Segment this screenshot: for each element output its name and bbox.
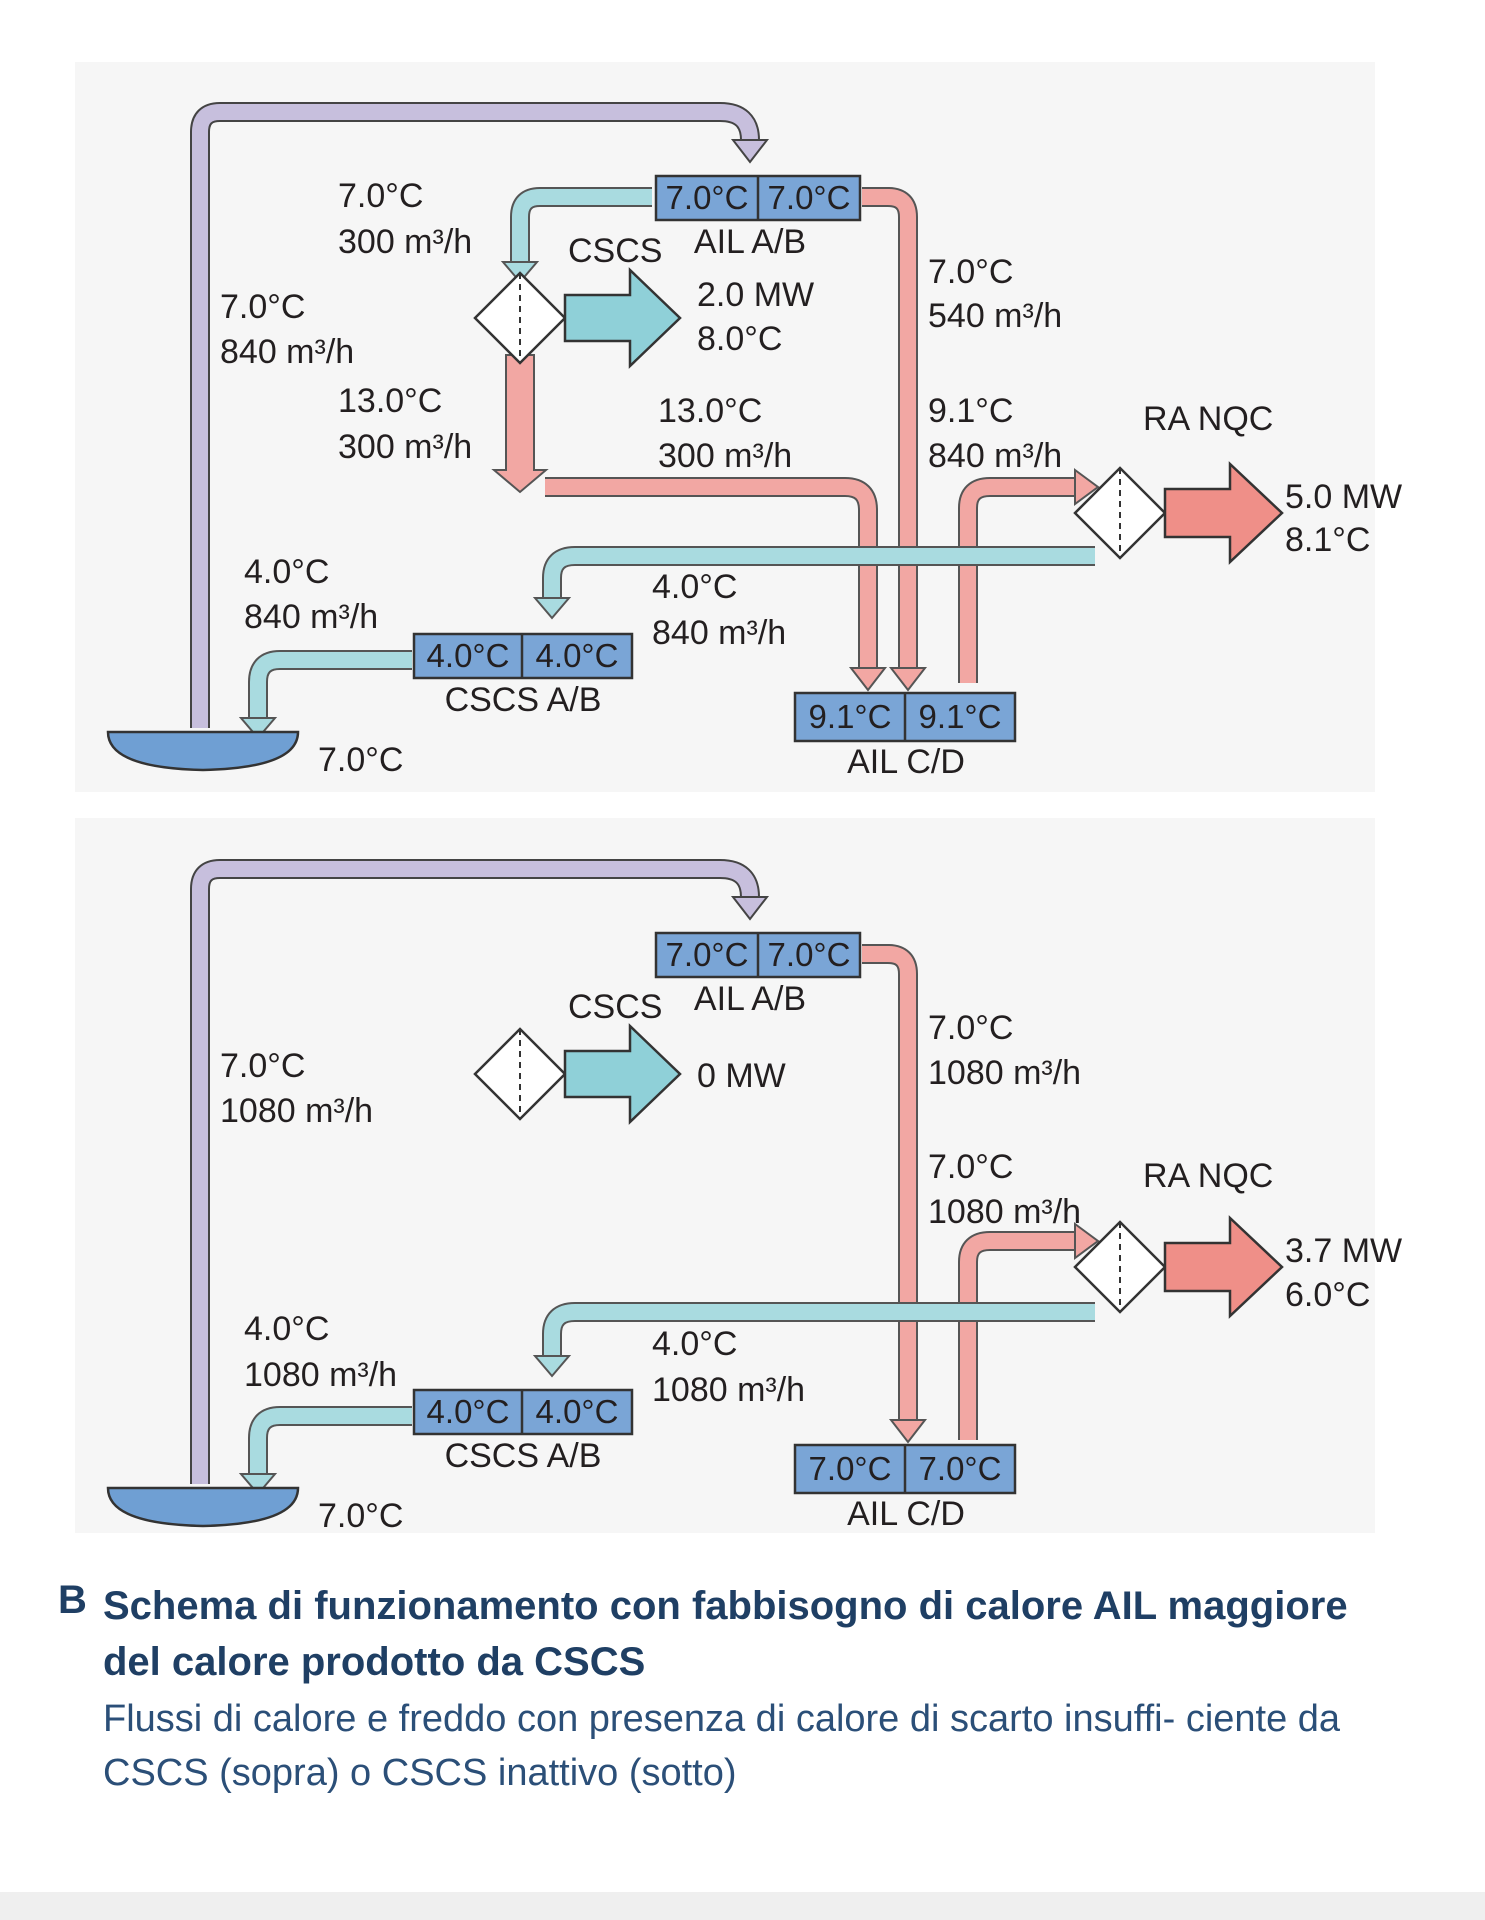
cold-to-tank-pipe: [248, 1406, 412, 1474]
cscs-heat-exchanger: CSCS 0 MW: [473, 988, 786, 1125]
ail-cd-label: AIL C/D: [847, 743, 965, 781]
cd-to-ranqc-pipe: [958, 477, 1075, 683]
flow-cscs-out-rate: 300 m³/h: [338, 428, 472, 466]
ranqc-label: RA NQC: [1143, 400, 1273, 438]
flow-cold-return-rate: 840 m³/h: [244, 598, 378, 636]
cd-to-ranqc-pipe: [958, 1231, 1075, 1440]
cscs-label: CSCS: [568, 232, 662, 270]
flow-ab-to-cd-rate: 540 m³/h: [928, 297, 1062, 335]
flow-to-ranqc-temp: 9.1°C: [928, 392, 1013, 430]
flow-supply-temp: 7.0°C: [220, 288, 305, 326]
cscs-ab-box: 4.0°C 4.0°C CSCS A/B: [412, 632, 634, 719]
ail-cd-box: 9.1°C 9.1°C AIL C/D: [793, 691, 1017, 781]
storage-tank: [106, 1486, 300, 1528]
flow-supply-temp: 7.0°C: [220, 1047, 305, 1085]
flow-hot-to-cd-temp: 13.0°C: [658, 392, 762, 430]
ail-cd-left-temp: 9.1°C: [809, 698, 892, 735]
ranqc-output-power: 3.7 MW: [1285, 1232, 1402, 1270]
tank-temp: 7.0°C: [318, 741, 403, 779]
ranqc-output-arrow: [1163, 461, 1284, 565]
cscs-output-arrow: [563, 1023, 682, 1125]
flow-cscs-in-rate: 300 m³/h: [338, 223, 472, 261]
ail-ab-left-temp: 7.0°C: [666, 179, 749, 216]
ail-ab-right-temp: 7.0°C: [768, 179, 851, 216]
storage-tank: [106, 730, 300, 772]
cscs-outlet-pipe: [491, 354, 549, 494]
cscs-ab-left-temp: 4.0°C: [427, 637, 510, 674]
ail-ab-left-temp: 7.0°C: [666, 936, 749, 973]
ail-ab-right-temp: 7.0°C: [768, 936, 851, 973]
flow-cold-mid-rate: 1080 m³/h: [652, 1371, 805, 1409]
ail-ab-label: AIL A/B: [694, 980, 806, 1018]
supply-arrow-head: [730, 139, 770, 164]
cscs-label: CSCS: [568, 988, 662, 1026]
flow-cold-mid-rate: 840 m³/h: [652, 614, 786, 652]
cscs-ab-right-temp: 4.0°C: [536, 637, 619, 674]
ail-cd-label: AIL C/D: [847, 1495, 965, 1533]
ail-cd-box: 7.0°C 7.0°C AIL C/D: [793, 1443, 1017, 1533]
cscs-output-power: 0 MW: [697, 1057, 786, 1095]
ail-ab-box: 7.0°C 7.0°C AIL A/B: [654, 174, 862, 261]
cscs-ab-label: CSCS A/B: [445, 681, 602, 719]
flow-cold-mid-temp: 4.0°C: [652, 1325, 737, 1363]
flow-ab-to-cd-temp: 7.0°C: [928, 1009, 1013, 1047]
ranqc-label: RA NQC: [1143, 1157, 1273, 1195]
cscs-ab-left-temp: 4.0°C: [427, 1393, 510, 1430]
flow-cold-mid-temp: 4.0°C: [652, 568, 737, 606]
ranqc-output-temp: 8.1°C: [1285, 521, 1370, 559]
ail-cd-right-temp: 7.0°C: [919, 1450, 1002, 1487]
cscs-output-temp: 8.0°C: [697, 320, 782, 358]
cscs-output-arrow: [563, 267, 682, 369]
caption-subtitle: Flussi di calore e freddo con presenza d…: [103, 1698, 1341, 1794]
cscs-ab-label: CSCS A/B: [445, 1437, 602, 1475]
flow-cold-return-temp: 4.0°C: [244, 553, 329, 591]
ail-ab-label: AIL A/B: [694, 223, 806, 261]
cscs-ab-box: 4.0°C 4.0°C CSCS A/B: [412, 1388, 634, 1475]
ranqc-output-power: 5.0 MW: [1285, 478, 1402, 516]
flow-supply-rate: 1080 m³/h: [220, 1092, 373, 1130]
flow-cscs-out-temp: 13.0°C: [338, 382, 442, 420]
caption-letter: B: [58, 1578, 87, 1622]
flow-to-ranqc-temp: 7.0°C: [928, 1148, 1013, 1186]
cold-to-tank-pipe: [248, 650, 412, 718]
ranqc-output-temp: 6.0°C: [1285, 1276, 1370, 1314]
cscs-ab-right-temp: 4.0°C: [536, 1393, 619, 1430]
flow-to-ranqc-rate: 840 m³/h: [928, 437, 1062, 475]
ranqc-heat-exchanger: RA NQC 5.0 MW 8.1°C: [1073, 400, 1402, 565]
flow-diagram: 7.0°C 7.0°C AIL A/B CSCS 2.0 MW 8.0°C RA…: [106, 102, 1402, 1535]
ail-cd-right-temp: 9.1°C: [919, 698, 1002, 735]
figure-caption: B Schema di funzionamento con fabbisogno…: [58, 1578, 1388, 1800]
flow-to-ranqc-rate: 1080 m³/h: [928, 1193, 1081, 1231]
flow-cscs-in-temp: 7.0°C: [338, 177, 423, 215]
ranqc-heat-exchanger: RA NQC 3.7 MW 6.0°C: [1073, 1157, 1402, 1319]
tank-temp: 7.0°C: [318, 1497, 403, 1535]
flow-supply-rate: 840 m³/h: [220, 333, 354, 371]
flow-cold-return-temp: 4.0°C: [244, 1310, 329, 1348]
ail-ab-box: 7.0°C 7.0°C AIL A/B: [654, 931, 862, 1018]
caption-title: Schema di funzionamento con fabbisogno d…: [103, 1584, 1348, 1684]
ranqc-output-arrow: [1163, 1215, 1284, 1319]
supply-pipe: [192, 861, 758, 1484]
cscs-heat-exchanger: CSCS 2.0 MW 8.0°C: [473, 232, 814, 369]
flow-ab-to-cd-temp: 7.0°C: [928, 253, 1013, 291]
footer-band: [0, 1892, 1485, 1920]
flow-hot-to-cd-rate: 300 m³/h: [658, 437, 792, 475]
flow-cold-return-rate: 1080 m³/h: [244, 1356, 397, 1394]
bottom-diagram: 7.0°C 7.0°C AIL A/B CSCS 0 MW RA NQC 3.7…: [106, 859, 1402, 1535]
cscs-output-power: 2.0 MW: [697, 276, 814, 314]
ail-cd-left-temp: 7.0°C: [809, 1450, 892, 1487]
top-diagram: 7.0°C 7.0°C AIL A/B CSCS 2.0 MW 8.0°C RA…: [106, 102, 1402, 781]
flow-ab-to-cd-rate: 1080 m³/h: [928, 1054, 1081, 1092]
